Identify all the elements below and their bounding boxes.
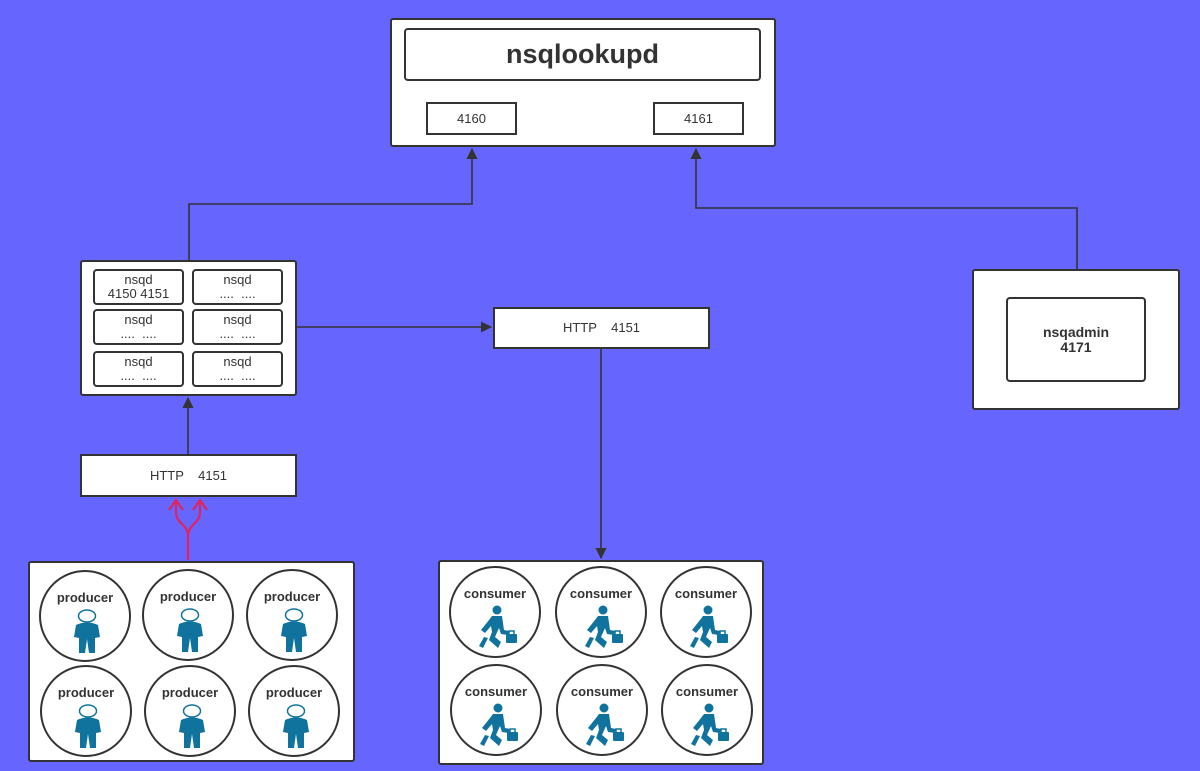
nsqd-node-3: nsqd .... .... [93,309,184,345]
producer-label: producer [57,685,115,700]
producer-node: producer [246,569,338,661]
nsqd-node-4: nsqd .... .... [192,309,283,345]
consumer-label: consumer [463,586,527,601]
edge-nsqadmin-to-lookupd-4161 [690,147,1078,270]
running-businessman-icon [691,703,729,746]
port-4161-box: 4161 [653,102,744,135]
consumer-node: consumer [556,664,648,756]
running-businessman-icon [690,605,728,648]
running-businessman-icon [585,605,623,648]
nsqd-node-6-label: nsqd .... .... [219,354,256,383]
person-icon [74,609,100,653]
running-businessman-icon [479,605,517,648]
producer-node: producer [39,570,131,662]
nsqd-node-5: nsqd .... .... [93,351,184,387]
consumer-label: consumer [674,586,738,601]
nsqd-node-1-label: nsqd 4150 4151 [107,272,170,301]
consumer-node: consumer [660,566,752,658]
nsqd-node-4-label: nsqd .... .... [219,312,256,341]
nsqd-node-6: nsqd .... .... [192,351,283,387]
producer-label: producer [161,685,219,700]
producer-label: producer [56,590,114,605]
port-4160-box: 4160 [426,102,517,135]
consumer-node: consumer [555,566,647,658]
consumer-label: consumer [464,684,528,699]
edge-nsqd-to-lookupd-4160 [188,147,478,262]
http-consumer-label: HTTP 4151 [562,320,641,335]
producer-fork-arrow [168,498,208,560]
producer-label: producer [263,589,321,604]
producer-label: producer [159,589,217,604]
port-4160-label: 4160 [457,110,486,126]
producer-node: producer [40,665,132,757]
nsqlookupd-title: nsqlookupd [506,39,659,69]
nsqd-node-3-label: nsqd .... .... [120,312,157,341]
nsqd-node-5-label: nsqd .... .... [120,354,157,383]
person-icon [177,608,203,652]
consumer-node: consumer [450,664,542,756]
nsqd-node-2-label: nsqd .... .... [219,272,256,301]
nsqadmin-label: nsqadmin 4171 [1042,323,1110,355]
person-icon [283,704,309,748]
producer-node: producer [248,665,340,757]
running-businessman-icon [586,703,624,746]
person-icon [75,704,101,748]
consumer-node: consumer [661,664,753,756]
nsqadmin-box: nsqadmin 4171 [1006,297,1146,382]
person-icon [281,608,307,652]
producer-node: producer [144,665,236,757]
producer-label: producer [265,685,323,700]
http-producer-label: HTTP 4151 [149,467,228,483]
running-businessman-icon [480,703,518,746]
nsqlookupd-title-box: nsqlookupd [404,28,761,81]
http-consumer-box: HTTP 4151 [493,307,710,349]
person-icon [179,704,205,748]
consumer-label: consumer [570,684,634,699]
producer-node: producer [142,569,234,661]
nsqd-node-2: nsqd .... .... [192,269,283,305]
consumer-node: consumer [449,566,541,658]
consumer-label: consumer [569,586,633,601]
http-producer-box: HTTP 4151 [80,454,297,497]
nsqd-node-1: nsqd 4150 4151 [93,269,184,305]
consumer-label: consumer [675,684,739,699]
port-4161-label: 4161 [684,110,713,126]
